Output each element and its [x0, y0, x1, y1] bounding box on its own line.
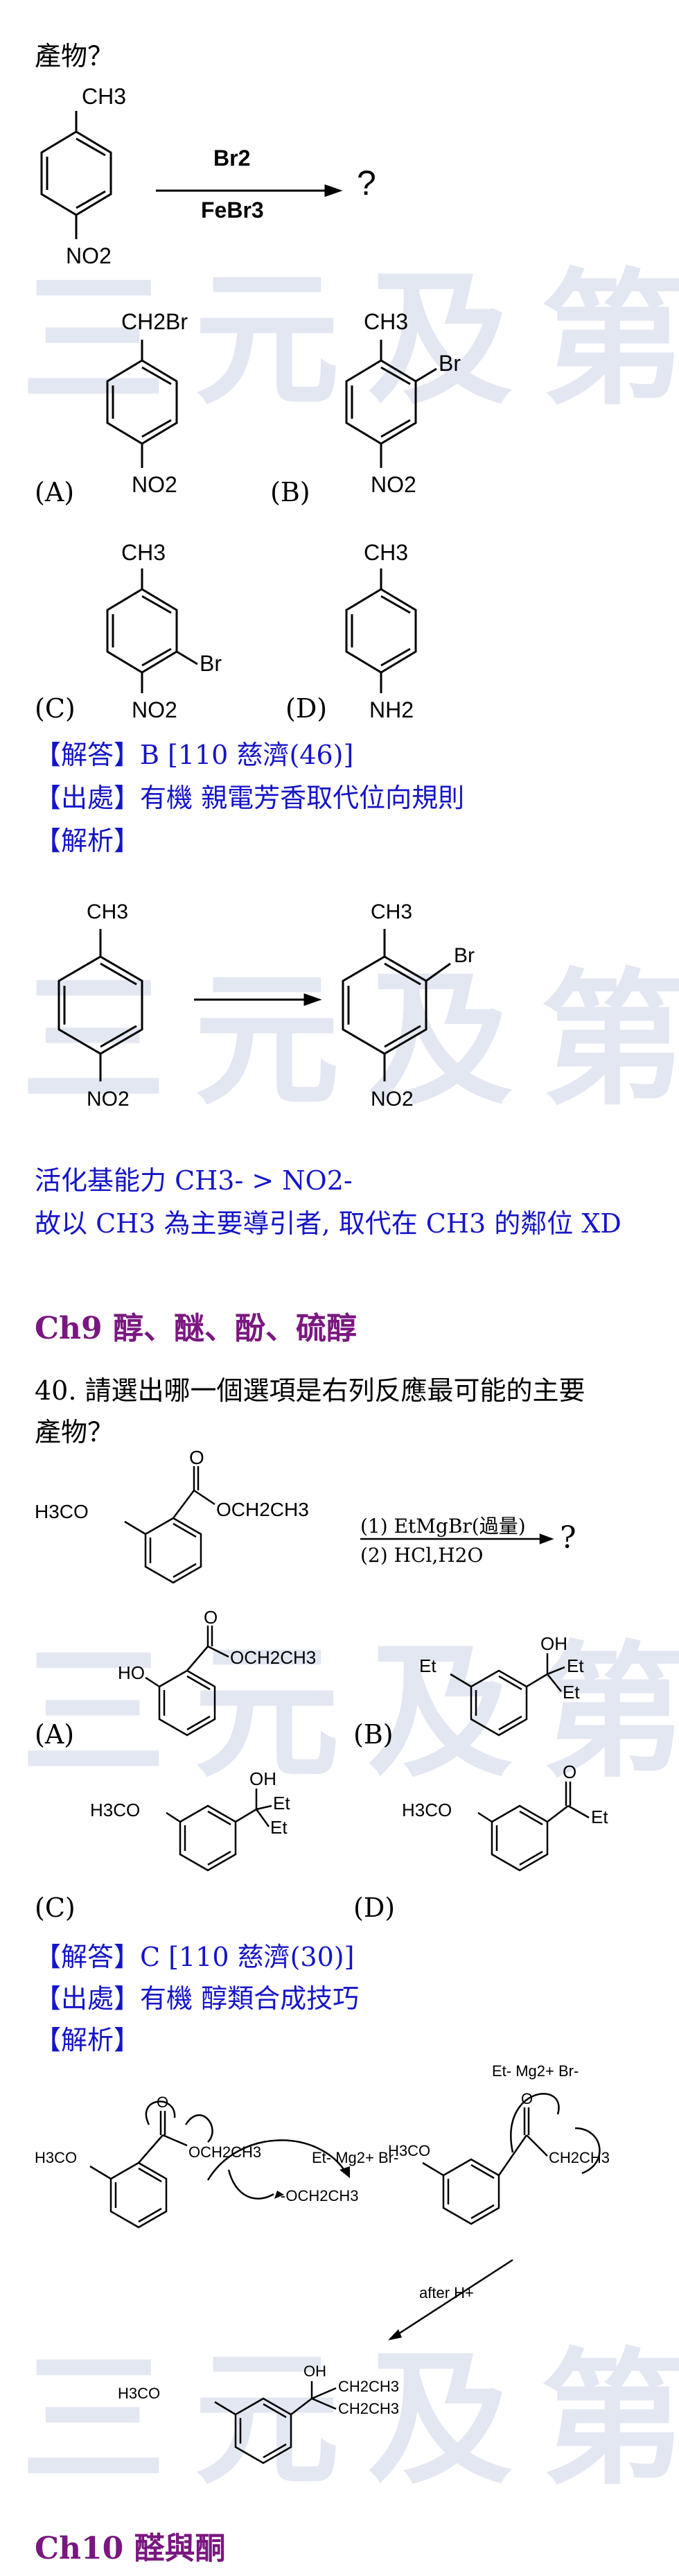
svg-text:NO2: NO2: [371, 1088, 414, 1111]
question-40-line1: 40. 請選出哪一個選項是右列反應最可能的主要: [35, 1375, 585, 1406]
svg-text:H3CO: H3CO: [118, 2385, 160, 2402]
chapter-heading-ch9: Ch9 醇、醚、酚、硫醇: [35, 1311, 357, 1346]
svg-text:OCH2CH3: OCH2CH3: [188, 2143, 261, 2161]
svg-text:NO2: NO2: [371, 472, 416, 497]
answer-line: 【解答】C [110 慈濟(30)]: [35, 1942, 355, 1972]
svg-text:NO2: NO2: [66, 243, 112, 268]
svg-text:CH2CH3: CH2CH3: [338, 2378, 399, 2395]
svg-text:O: O: [204, 1607, 218, 1628]
option-a-label: (A): [35, 1719, 75, 1750]
option-structures-ab-q40: HO O OCH2CH3 Et OH Et Et: [118, 1607, 584, 1737]
svg-text:CH2Br: CH2Br: [121, 309, 188, 334]
svg-text:H3CO: H3CO: [402, 1800, 452, 1820]
svg-text:Et- Mg2+ Br-: Et- Mg2+ Br-: [492, 2062, 579, 2080]
svg-text:H3CO: H3CO: [388, 2142, 430, 2159]
svg-text:-OCH2CH3: -OCH2CH3: [281, 2187, 358, 2204]
question-mark: ?: [560, 1520, 576, 1556]
source-line: 【出處】有機 親電芳香取代位向規則: [35, 783, 465, 813]
watermark: 三元及第: [21, 955, 679, 1125]
chapter-heading-ch10: Ch10 醛與酮: [35, 2531, 226, 2566]
svg-text:Br: Br: [439, 351, 461, 376]
analysis-label: 【解析】: [35, 826, 141, 856]
svg-text:CH2CH3: CH2CH3: [549, 2149, 610, 2166]
note-directing-group: 故以 CH3 為主要導引者, 取代在 CH3 的鄰位 XD: [35, 1208, 621, 1239]
svg-text:Et- Mg2+ Br-: Et- Mg2+ Br-: [312, 2149, 398, 2166]
svg-text:O: O: [563, 1761, 576, 1782]
svg-text:CH3: CH3: [82, 84, 126, 109]
option-b-label: (B): [270, 477, 310, 507]
reactant-p-nitrotoluene: CH3 NO2: [40, 84, 343, 268]
analysis-label: 【解析】: [35, 2025, 141, 2055]
reagent-grignard: (1) EtMgBr(過量): [360, 1515, 526, 1538]
note-activating-ability: 活化基能力 CH3- > NO2-: [35, 1165, 353, 1196]
svg-text:OCH2CH3: OCH2CH3: [216, 1499, 309, 1520]
svg-text:OCH2CH3: OCH2CH3: [230, 1647, 316, 1668]
svg-text:CH3: CH3: [371, 900, 412, 923]
option-a-label: (A): [35, 477, 75, 507]
svg-text:OH: OH: [249, 1768, 276, 1789]
svg-text:CH3: CH3: [87, 900, 128, 923]
svg-text:Br: Br: [454, 944, 475, 967]
svg-text:after H+: after H+: [419, 2284, 474, 2301]
grignard-mechanism: H3CO O OCH2CH3 Et- Mg2+ Br- -OCH2CH3 H3C…: [35, 2062, 610, 2464]
svg-text:Et: Et: [591, 1807, 608, 1827]
svg-text:O: O: [157, 2094, 168, 2111]
watermark: 三元及第: [21, 1628, 679, 1798]
question-continuation: 產物？: [35, 41, 114, 71]
watermark: 三元及第: [21, 255, 679, 425]
reagent-hydrolysis: (2) HCl,H2O: [360, 1544, 484, 1567]
svg-text:H3CO: H3CO: [35, 1501, 89, 1522]
svg-text:CH3: CH3: [364, 309, 408, 334]
svg-text:Et: Et: [273, 1793, 290, 1813]
option-c-label: (C): [35, 693, 76, 724]
svg-text:Br: Br: [200, 651, 222, 676]
svg-text:Et: Et: [419, 1655, 436, 1676]
svg-text:NO2: NO2: [87, 1088, 130, 1111]
svg-text:NO2: NO2: [132, 472, 177, 497]
option-structures-cd: CH3 Br NO2 CH3 NH2: [106, 540, 417, 722]
svg-text:Et: Et: [563, 1682, 580, 1703]
svg-text:H3CO: H3CO: [90, 1800, 140, 1820]
option-c-label: (C): [35, 1892, 76, 1923]
svg-text:Et: Et: [270, 1817, 288, 1838]
svg-text:H3CO: H3CO: [35, 2149, 77, 2166]
svg-text:CH2CH3: CH2CH3: [338, 2400, 399, 2417]
watermark: 三元及第: [21, 2335, 679, 2505]
option-structures-cd-q40: H3CO OH Et Et H3CO O Et: [90, 1761, 608, 1872]
svg-text:NH2: NH2: [369, 697, 414, 722]
reagent-br2: Br2: [213, 146, 251, 171]
svg-text:HO: HO: [118, 1662, 145, 1683]
svg-text:NO2: NO2: [132, 697, 177, 722]
explanation-reaction-bromination: CH3 NO2 CH3 Br NO2: [58, 900, 475, 1111]
option-structures-ab: CH2Br NO2 CH3 Br NO2: [106, 309, 461, 497]
reagent-febr3: FeBr3: [201, 198, 264, 223]
svg-text:O: O: [521, 2090, 533, 2107]
svg-text:O: O: [189, 1447, 204, 1468]
source-line: 【出處】有機 醇類合成技巧: [35, 1983, 360, 2014]
svg-text:Et: Et: [567, 1655, 584, 1676]
svg-text:CH3: CH3: [364, 540, 408, 565]
reactant-methoxy-ester: H3CO O OCH2CH3: [35, 1447, 554, 1584]
option-d-label: (D): [353, 1892, 396, 1923]
question-mark: ?: [357, 164, 376, 202]
svg-text:OH: OH: [540, 1633, 567, 1654]
option-d-label: (D): [285, 693, 328, 724]
question-40-line2: 產物？: [35, 1417, 114, 1447]
svg-text:CH3: CH3: [121, 540, 166, 565]
svg-text:OH: OH: [303, 2362, 326, 2380]
option-b-label: (B): [353, 1719, 394, 1750]
answer-line: 【解答】B [110 慈濟(46)]: [35, 740, 354, 770]
